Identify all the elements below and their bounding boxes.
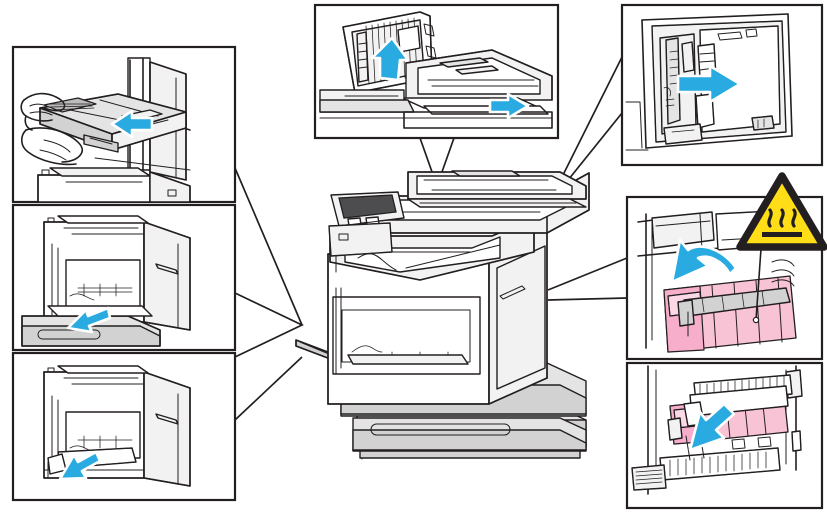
printer-body: [43, 215, 191, 331]
scanner-glass-edge: [319, 89, 553, 129]
arrow-remove-original[interactable]: [488, 92, 530, 120]
arrow-remove-cartridge[interactable]: [110, 109, 154, 139]
printer-lower-front: [37, 167, 191, 203]
arrow-pull-tray[interactable]: [66, 306, 112, 334]
printer-frame-corner: [625, 101, 649, 151]
drum-cartridge: [39, 93, 187, 153]
arrow-pull-jammed-paper[interactable]: [58, 450, 102, 481]
hand-lower: [20, 127, 84, 166]
arrow-pull-paper-from-fuser[interactable]: [688, 402, 736, 452]
door-interior-rollers: [659, 28, 775, 145]
fuser-release-lever[interactable]: [677, 287, 791, 337]
feeder-tray-body: [405, 49, 553, 101]
arrow-release-fuser-lever[interactable]: [670, 238, 738, 284]
document-feeder-unit: [407, 170, 587, 208]
front-cover-open-area: [332, 287, 481, 375]
arrow-open-door[interactable]: [676, 64, 742, 104]
arrow-lift-cover[interactable]: [370, 36, 410, 82]
connector-left-bracket: [234, 167, 304, 421]
hot-surface-warning-sign: [736, 172, 827, 251]
control-panel: [328, 191, 405, 273]
hot-surface-icon: [762, 208, 802, 237]
lower-paper-path: [631, 417, 781, 491]
